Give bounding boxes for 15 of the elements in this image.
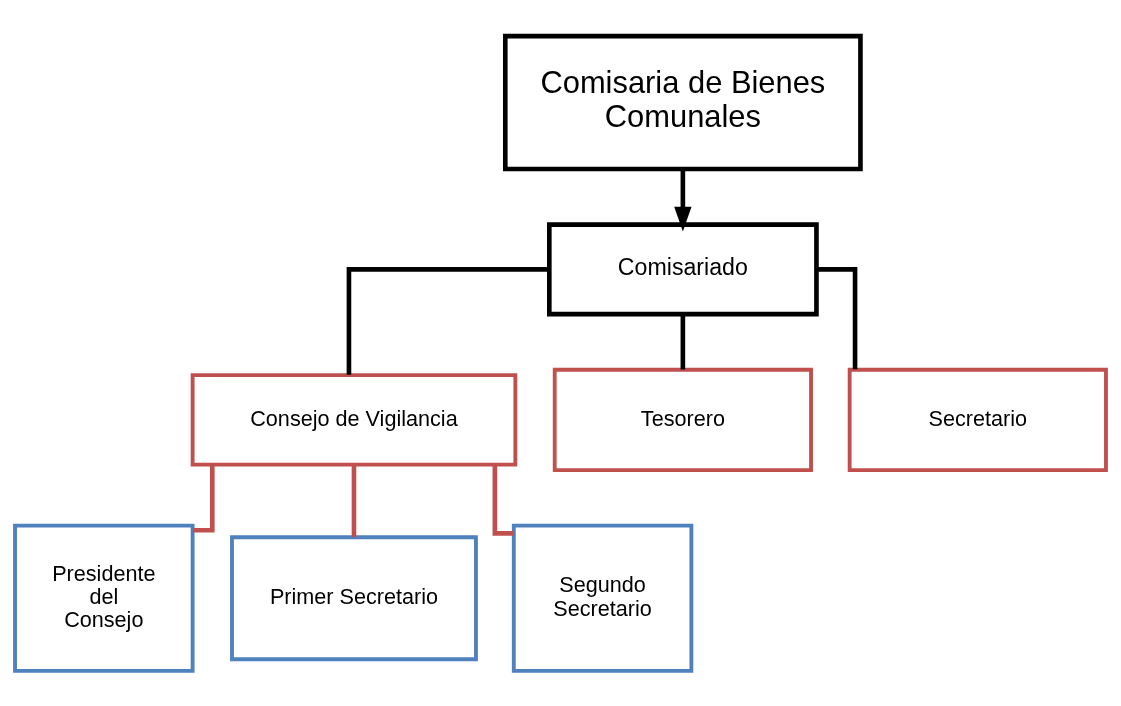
arrow — [674, 168, 692, 231]
connector — [192, 464, 215, 533]
node-box: Secretario — [847, 367, 1108, 472]
node-box: Segundo Secretario — [511, 523, 694, 673]
connector — [351, 464, 357, 537]
node-box: Consejo de Vigilancia — [190, 372, 518, 467]
connector — [346, 266, 549, 375]
connector — [492, 464, 514, 536]
connector — [816, 266, 858, 369]
connector — [680, 314, 686, 369]
node-box: Comisariado — [547, 221, 819, 316]
node-box: Presidente del Consejo — [13, 523, 195, 673]
node-box: Tesorero — [552, 367, 813, 472]
node-box: Comisaria de Bienes Comunales — [503, 33, 863, 171]
node-box: Primer Secretario — [230, 534, 478, 661]
